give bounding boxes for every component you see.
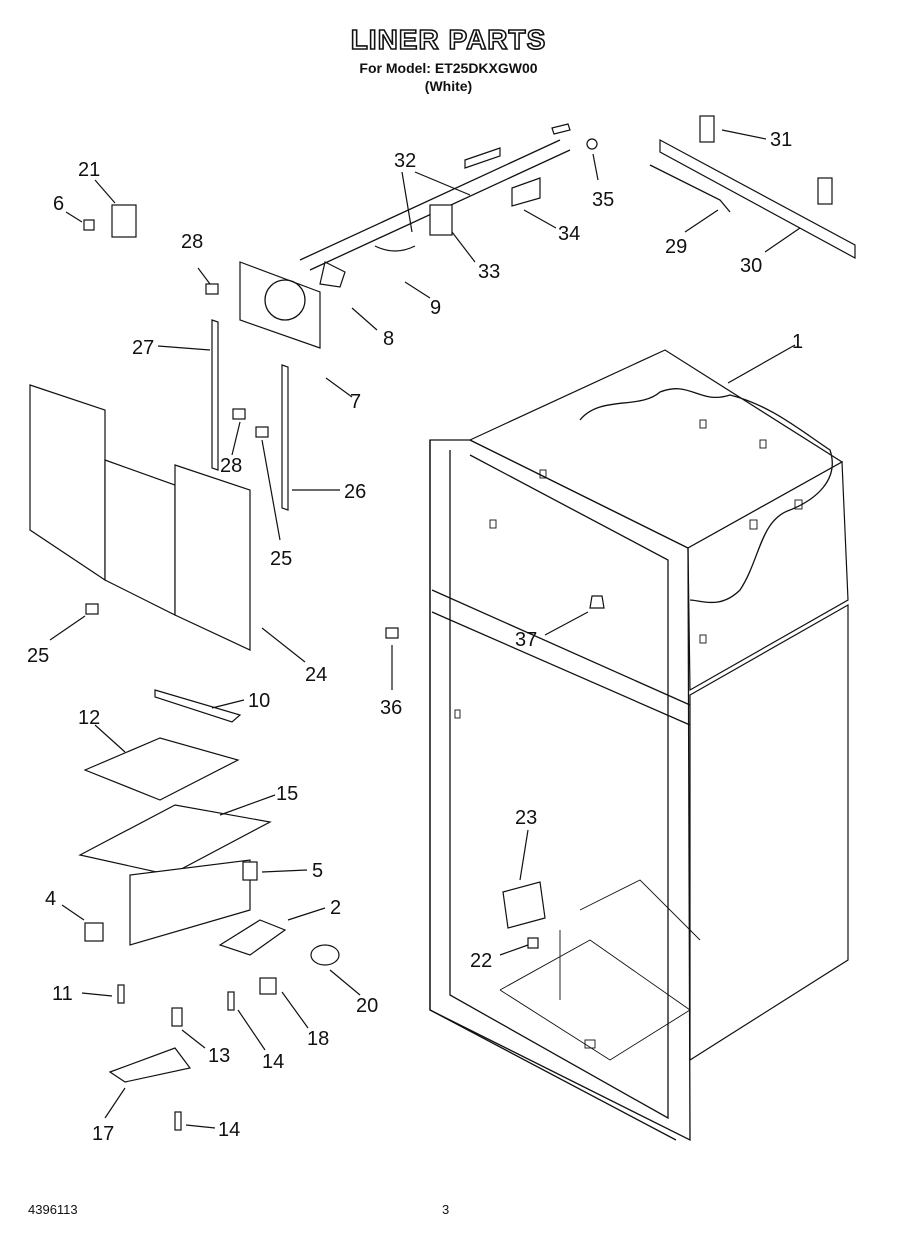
callout-13: 13: [208, 1045, 230, 1067]
page-title: LINER PARTS: [350, 23, 547, 56]
callout-12: 12: [78, 707, 100, 729]
callout-32: 32: [394, 150, 416, 172]
callout-7: 7: [350, 391, 361, 413]
callout-27: 27: [132, 337, 154, 359]
liner-cabinet: [429, 349, 849, 1142]
callout-22: 22: [470, 950, 492, 972]
lower-parts: [78, 689, 340, 1131]
callout-17: 17: [92, 1123, 114, 1145]
callout-14b: 14: [218, 1119, 240, 1141]
callout-25a: 25: [27, 645, 49, 667]
model-line: For Model: ET25DKXGW00: [359, 60, 538, 76]
callout-labels: 1 2 4 5 6 7 8 9 10 11 12 13 14 14 15 17 …: [27, 129, 803, 1145]
fan-assembly: [211, 139, 571, 511]
callout-23: 23: [515, 807, 537, 829]
callout-leaders: [49, 129, 801, 1129]
small-parts: [83, 204, 605, 949]
callout-35: 35: [592, 189, 614, 211]
callout-24: 24: [305, 664, 327, 686]
callout-11: 11: [52, 983, 73, 1005]
callout-2: 2: [330, 897, 341, 919]
callout-34: 34: [558, 223, 580, 245]
callout-9: 9: [430, 297, 441, 319]
callout-25b: 25: [270, 548, 292, 570]
callout-31: 31: [770, 129, 792, 151]
callout-18: 18: [307, 1028, 329, 1050]
callout-26: 26: [344, 481, 366, 503]
callout-6: 6: [53, 193, 64, 215]
callout-10: 10: [248, 690, 270, 712]
callout-5: 5: [312, 860, 323, 882]
callout-14a: 14: [262, 1051, 284, 1073]
variant-label: (White): [424, 78, 473, 94]
callout-4: 4: [45, 888, 56, 910]
doc-number: 4396113: [28, 1202, 78, 1217]
callout-20: 20: [356, 995, 378, 1017]
callout-8: 8: [383, 328, 394, 350]
rail-parts: [649, 115, 856, 260]
callout-29: 29: [665, 236, 687, 258]
callout-33: 33: [478, 261, 500, 283]
callout-28b: 28: [220, 455, 242, 477]
callout-37: 37: [515, 629, 537, 651]
control-parts: [374, 123, 598, 252]
liner-side-panels: [29, 384, 251, 651]
page-number: 3: [442, 1202, 450, 1217]
callout-21: 21: [78, 159, 100, 181]
callout-30: 30: [740, 255, 762, 277]
callout-1: 1: [792, 331, 803, 353]
callout-15: 15: [276, 783, 298, 805]
callout-36: 36: [380, 697, 402, 719]
callout-28a: 28: [181, 231, 203, 253]
